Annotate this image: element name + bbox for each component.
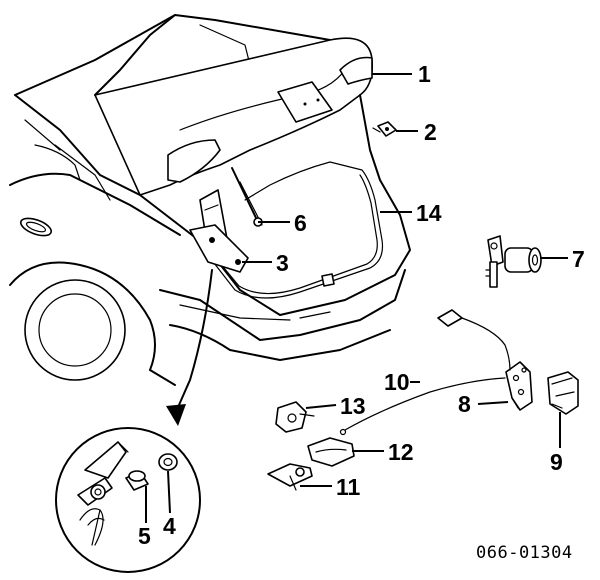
callout-13: 13 (340, 393, 366, 419)
bushing-part-4 (158, 453, 178, 471)
leader-lines (145, 73, 568, 523)
cover-part-9 (547, 371, 579, 415)
detail-circle (55, 427, 201, 573)
callout-2: 2 (424, 119, 437, 145)
license-plate-area (277, 81, 333, 123)
car-body-illustration (9, 14, 411, 386)
detail-hinge-closeup (77, 441, 129, 546)
bumper-rubber-part-5 (125, 470, 149, 491)
latch-part-13 (275, 401, 315, 433)
callout-4: 4 (163, 513, 176, 539)
diagram-code: 066-01304 (476, 543, 573, 563)
trunk-hinge-assembly (189, 189, 249, 273)
trunk-lock-part-8 (505, 361, 533, 411)
callout-14: 14 (416, 200, 442, 226)
lid-part-12 (307, 437, 355, 467)
clip-part-2 (372, 121, 397, 137)
callout-6: 6 (294, 210, 307, 236)
callout-5: 5 (138, 523, 151, 549)
opener-handle-part-11 (267, 463, 313, 491)
callout-3: 3 (276, 250, 289, 276)
detail-arrow (175, 269, 213, 413)
callout-9: 9 (550, 449, 563, 475)
callout-8: 8 (458, 391, 471, 417)
callout-11: 11 (336, 474, 361, 500)
callout-10: 10 (384, 369, 410, 395)
gas-stay (231, 167, 263, 227)
callout-labels: 1 2 3 4 5 6 7 8 9 10 11 12 13 14 (138, 61, 585, 549)
callout-12: 12 (388, 439, 414, 465)
key-cylinder-part-7 (485, 235, 542, 288)
callout-7: 7 (572, 246, 585, 272)
release-cable-part-10 (339, 309, 511, 436)
callout-1: 1 (418, 61, 431, 87)
detail-arrow-head (166, 404, 186, 426)
